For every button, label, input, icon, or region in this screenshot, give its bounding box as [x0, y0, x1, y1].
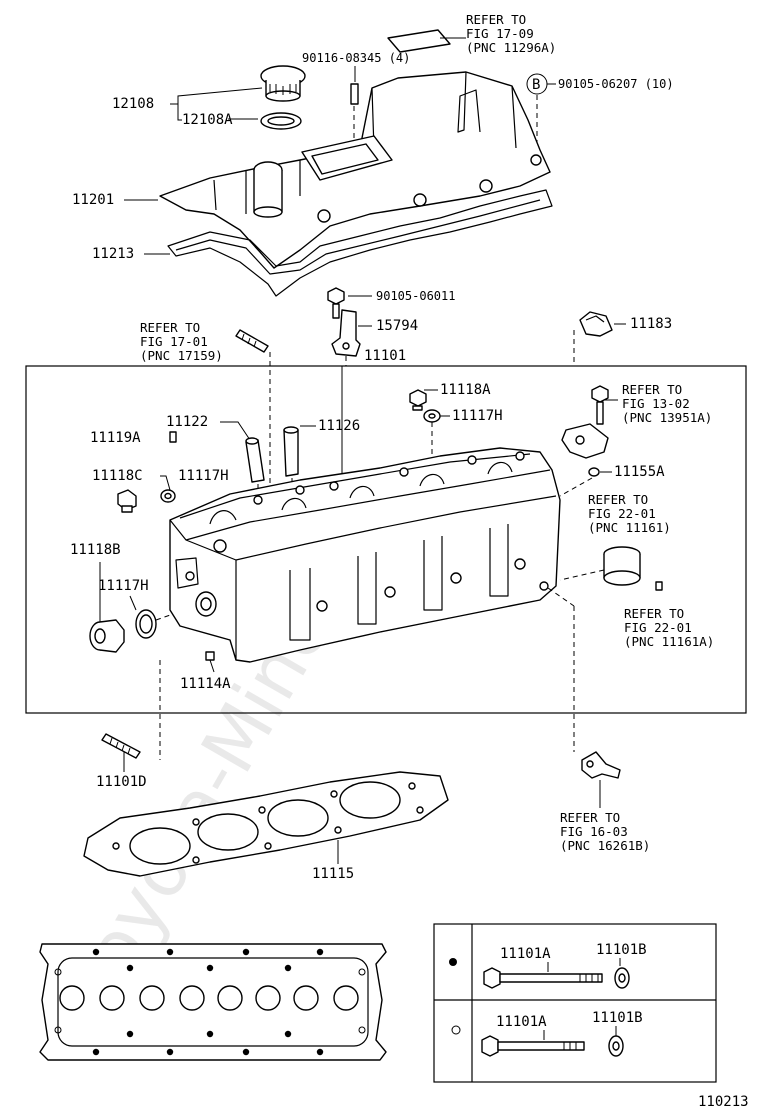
pipe-11122 — [245, 437, 265, 483]
pin-11119a — [169, 431, 177, 443]
legend-row2-washer — [608, 1035, 624, 1057]
refer-17-01-line2: FIG 17-01 — [140, 334, 208, 349]
refer-17-01-line3: (PNC 17159) — [140, 348, 223, 363]
label-11114a: 11114A — [180, 676, 231, 692]
legend-row2-bolt — [481, 1035, 585, 1057]
cylinder-head-11101 — [169, 447, 561, 663]
label-90116-08345: 90116-08345 (4) — [302, 51, 410, 65]
label-12108: 12108 — [112, 96, 154, 112]
bolt-13951a — [591, 385, 609, 425]
label-11117h-low: 11117H — [98, 578, 149, 594]
legend-row1-washer-label: 11101B — [596, 942, 647, 958]
label-15794: 15794 — [376, 318, 418, 334]
sensor-16261b — [581, 751, 621, 779]
cover-gasket-11213 — [167, 189, 553, 297]
cylinder-head-cover-11201 — [159, 71, 551, 269]
legend-row1-bolt-label: 11101A — [500, 946, 551, 962]
refer-16-03-line1: REFER TO — [560, 810, 620, 825]
refer-22-01-b-line2: FIG 22-01 — [624, 620, 692, 635]
label-11126: 11126 — [318, 418, 360, 434]
bolt-legend-table: 11101A 11101B 11101A 11101B — [433, 923, 717, 1083]
refer-22-01-a-line3: (PNC 11161) — [588, 520, 671, 535]
refer-13-02-line3: (PNC 13951A) — [622, 410, 712, 425]
plug-11118b — [89, 619, 125, 653]
legend-row1-washer — [614, 967, 630, 989]
head-top-view — [39, 943, 387, 1061]
label-11118c: 11118C — [92, 468, 143, 484]
cover-refer-line2: FIG 17-09 — [466, 26, 534, 41]
refer-16-03-line2: FIG 16-03 — [560, 824, 628, 839]
refer-16-03-line3: (PNC 16261B) — [560, 838, 650, 853]
label-11122: 11122 — [166, 414, 208, 430]
plug-11118a — [409, 389, 427, 411]
legend-row2-washer-label: 11101B — [592, 1010, 643, 1026]
refer-22-01-a-line1: REFER TO — [588, 492, 648, 507]
figure-number: 110213 — [698, 1094, 749, 1110]
label-11155a: 11155A — [614, 464, 665, 480]
label-11115: 11115 — [312, 866, 354, 882]
label-11119a: 11119A — [90, 430, 141, 446]
label-11118b: 11118B — [70, 542, 121, 558]
cap-gasket-12108a — [260, 112, 302, 130]
cylinder-head-frame — [25, 365, 747, 714]
gasket-11117h-top — [423, 409, 441, 423]
cover-refer-tag — [387, 29, 451, 53]
refer-13-02-line2: FIG 13-02 — [622, 396, 690, 411]
legend-row2-bolt-label: 11101A — [496, 1014, 547, 1030]
label-11101: 11101 — [364, 348, 406, 364]
washer-11155a — [588, 467, 600, 477]
gasket-11117h-mid — [160, 489, 176, 503]
cover-refer-line1: REFER TO — [466, 12, 526, 27]
bracket-15794 — [331, 309, 361, 357]
bracket-13951a — [561, 423, 609, 459]
legend-row1-bolt — [483, 967, 603, 989]
pin-11161a — [655, 581, 663, 591]
camshaft-cap-11183 — [579, 311, 613, 337]
label-11117h-top: 11117H — [452, 408, 503, 424]
cover-group: REFER TO FIG 17-09 (PNC 11296A) 90116-08… — [72, 12, 674, 297]
refer-17-01-line1: REFER TO — [140, 320, 200, 335]
stud-bolt-90116 — [350, 83, 359, 105]
refer-22-01-b-line1: REFER TO — [624, 606, 684, 621]
label-11101d: 11101D — [96, 774, 147, 790]
gasket-11117h-low — [135, 609, 157, 639]
label-11201: 11201 — [72, 192, 114, 208]
stud-bolt-11101d — [101, 733, 141, 759]
label-12108a: 12108A — [182, 112, 233, 128]
refer-22-01-b-line3: (PNC 11161A) — [624, 634, 714, 649]
label-90105-06207: 90105-06207 (10) — [558, 77, 674, 91]
legend-hollow-dot — [451, 1025, 461, 1035]
stud-17159 — [235, 329, 269, 353]
label-11183: 11183 — [630, 316, 672, 332]
label-11213: 11213 — [92, 246, 134, 262]
label-11117h-mid: 11117H — [178, 468, 229, 484]
refer-13-02-line1: REFER TO — [622, 382, 682, 397]
legend-filled-dot — [449, 958, 457, 966]
bolt-90105-06011 — [327, 287, 345, 319]
b-marker-letter: B — [532, 77, 540, 93]
pipe-11126 — [283, 426, 299, 477]
head-gasket-11115 — [83, 771, 449, 877]
plug-11118c — [117, 489, 137, 513]
cup-plug-11161 — [603, 546, 641, 586]
pin-11114a — [205, 651, 215, 661]
label-90105-06011: 90105-06011 — [376, 289, 455, 303]
cover-refer-line3: (PNC 11296A) — [466, 40, 556, 55]
label-11118a: 11118A — [440, 382, 491, 398]
refer-22-01-a-line2: FIG 22-01 — [588, 506, 656, 521]
oil-filler-cap-12108 — [260, 65, 306, 102]
